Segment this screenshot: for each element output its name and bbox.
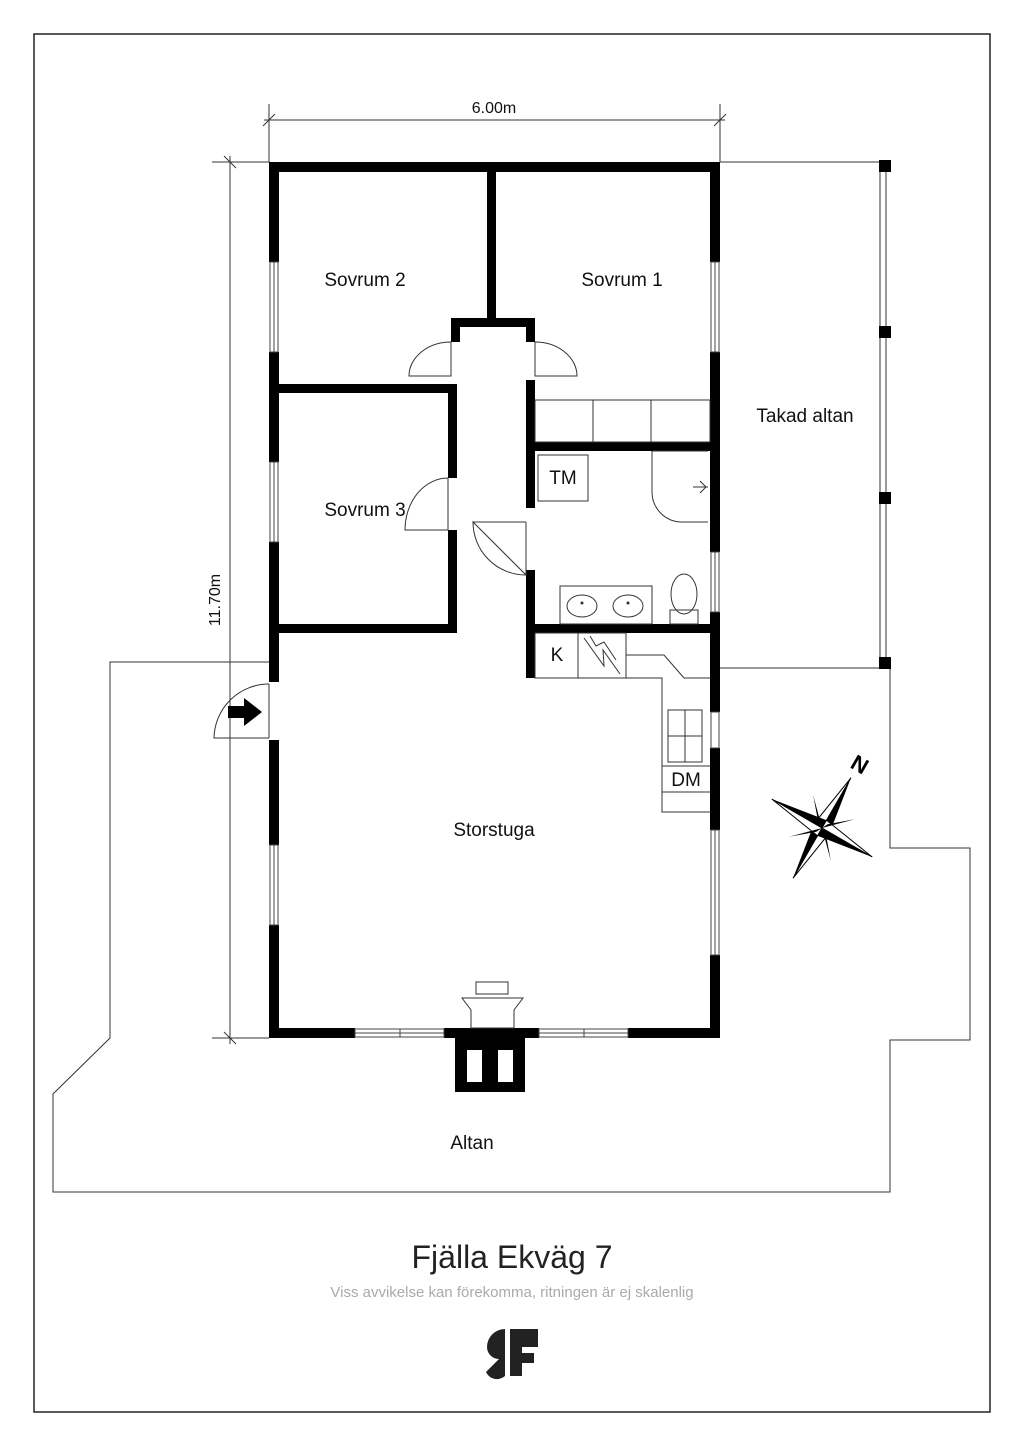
altan-outline [52,661,971,1193]
room-label-storstuga: Storstuga [453,820,535,841]
sink-counter [559,585,653,625]
room-label-sovrum-1: Sovrum 1 [581,270,662,291]
room-label-takad-altan: Takad altan [756,406,853,427]
room-label-altan: Altan [450,1133,493,1154]
doors [404,341,578,577]
exterior-walls [269,162,720,1038]
width-dimension: 6.00m [262,100,727,162]
fireplace [455,981,525,1092]
kitchen [534,632,710,813]
height-dimension: 11.70m [207,155,269,1045]
page-title: Fjälla Ekväg 7 [412,1239,613,1275]
entrance-arrow-icon [228,698,262,726]
windows [269,261,720,1038]
room-label-tm: TM [549,468,576,489]
page-subtitle: Viss avvikelse kan förekomma, ritningen … [330,1284,693,1301]
washing-machine [537,454,589,502]
sf-logo-icon [486,1329,538,1380]
interior-walls [279,172,710,678]
toilet-tank [669,609,699,625]
width-dimension-label: 6.00m [472,100,516,117]
shower [651,451,708,523]
takad-altan [720,160,891,669]
room-label-k: K [551,645,564,666]
bathroom [537,450,708,625]
height-dimension-label: 11.70m [207,574,224,626]
page-frame [33,33,991,1413]
compass-north-label: N [847,750,873,780]
entrance [213,683,270,739]
wardrobes [534,399,711,443]
room-label-sovrum-3: Sovrum 3 [324,500,405,521]
compass-rose-icon [771,777,873,879]
toilet-icon [670,573,698,615]
room-label-dm: DM [671,770,701,791]
room-label-sovrum-2: Sovrum 2 [324,270,405,291]
